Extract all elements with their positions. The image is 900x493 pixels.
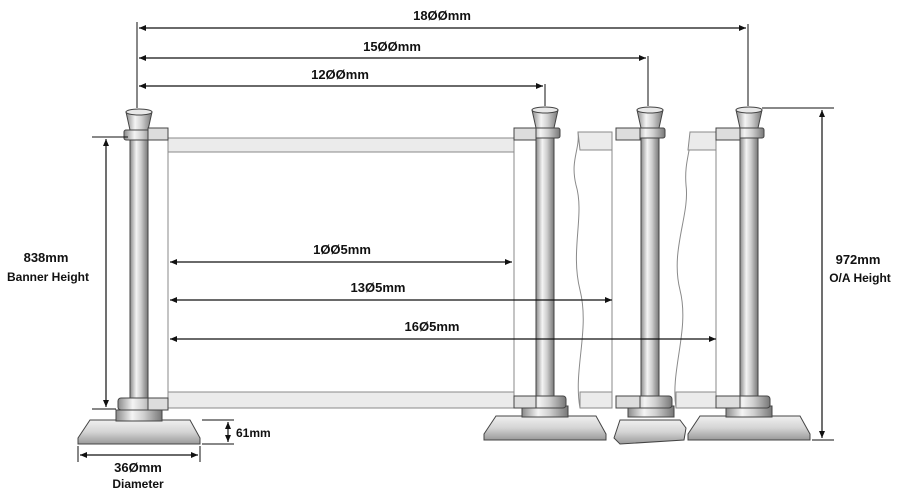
post-left (77, 108, 201, 445)
dim-1800-label: 18ØØmm (413, 8, 471, 23)
banner-main (167, 137, 515, 409)
base-diameter-caption: Diameter (112, 477, 164, 491)
overall-height-caption: O/A Height (829, 271, 891, 285)
dim-1200-label: 12ØØmm (311, 67, 369, 82)
banner-section-1800 (674, 131, 717, 409)
overall-height-value: 972mm (836, 252, 881, 267)
dim-1200: 12ØØmm (139, 67, 543, 89)
dim-1500-label: 15ØØmm (363, 39, 421, 54)
base-height-value: 61mm (236, 426, 271, 440)
post-1200 (483, 106, 607, 441)
post-1800 (687, 106, 811, 441)
dim-banner-height: 838mm Banner Height (7, 136, 128, 410)
dim-1005-label: 1ØØ5mm (313, 242, 371, 257)
dim-base-diameter: 36Ømm Diameter (77, 446, 201, 491)
dim-1305: 13Ø5mm (170, 280, 612, 303)
extension-lines-top (136, 22, 749, 108)
dim-overall-height: 972mm O/A Height (762, 107, 891, 441)
dim-1500: 15ØØmm (139, 39, 646, 61)
dim-1605: 16Ø5mm (170, 319, 716, 342)
banner-height-value: 838mm (24, 250, 69, 265)
dim-1605-label: 16Ø5mm (405, 319, 460, 334)
dim-1800: 18ØØmm (139, 8, 746, 31)
dim-1005: 1ØØ5mm (170, 242, 512, 265)
base-diameter-value: 36Ømm (114, 460, 162, 475)
dim-1305-label: 13Ø5mm (351, 280, 406, 295)
banner-height-caption: Banner Height (7, 270, 89, 284)
dim-base-height: 61mm (202, 419, 271, 445)
post-1500 (613, 106, 687, 445)
banner-section-1500 (573, 131, 613, 409)
